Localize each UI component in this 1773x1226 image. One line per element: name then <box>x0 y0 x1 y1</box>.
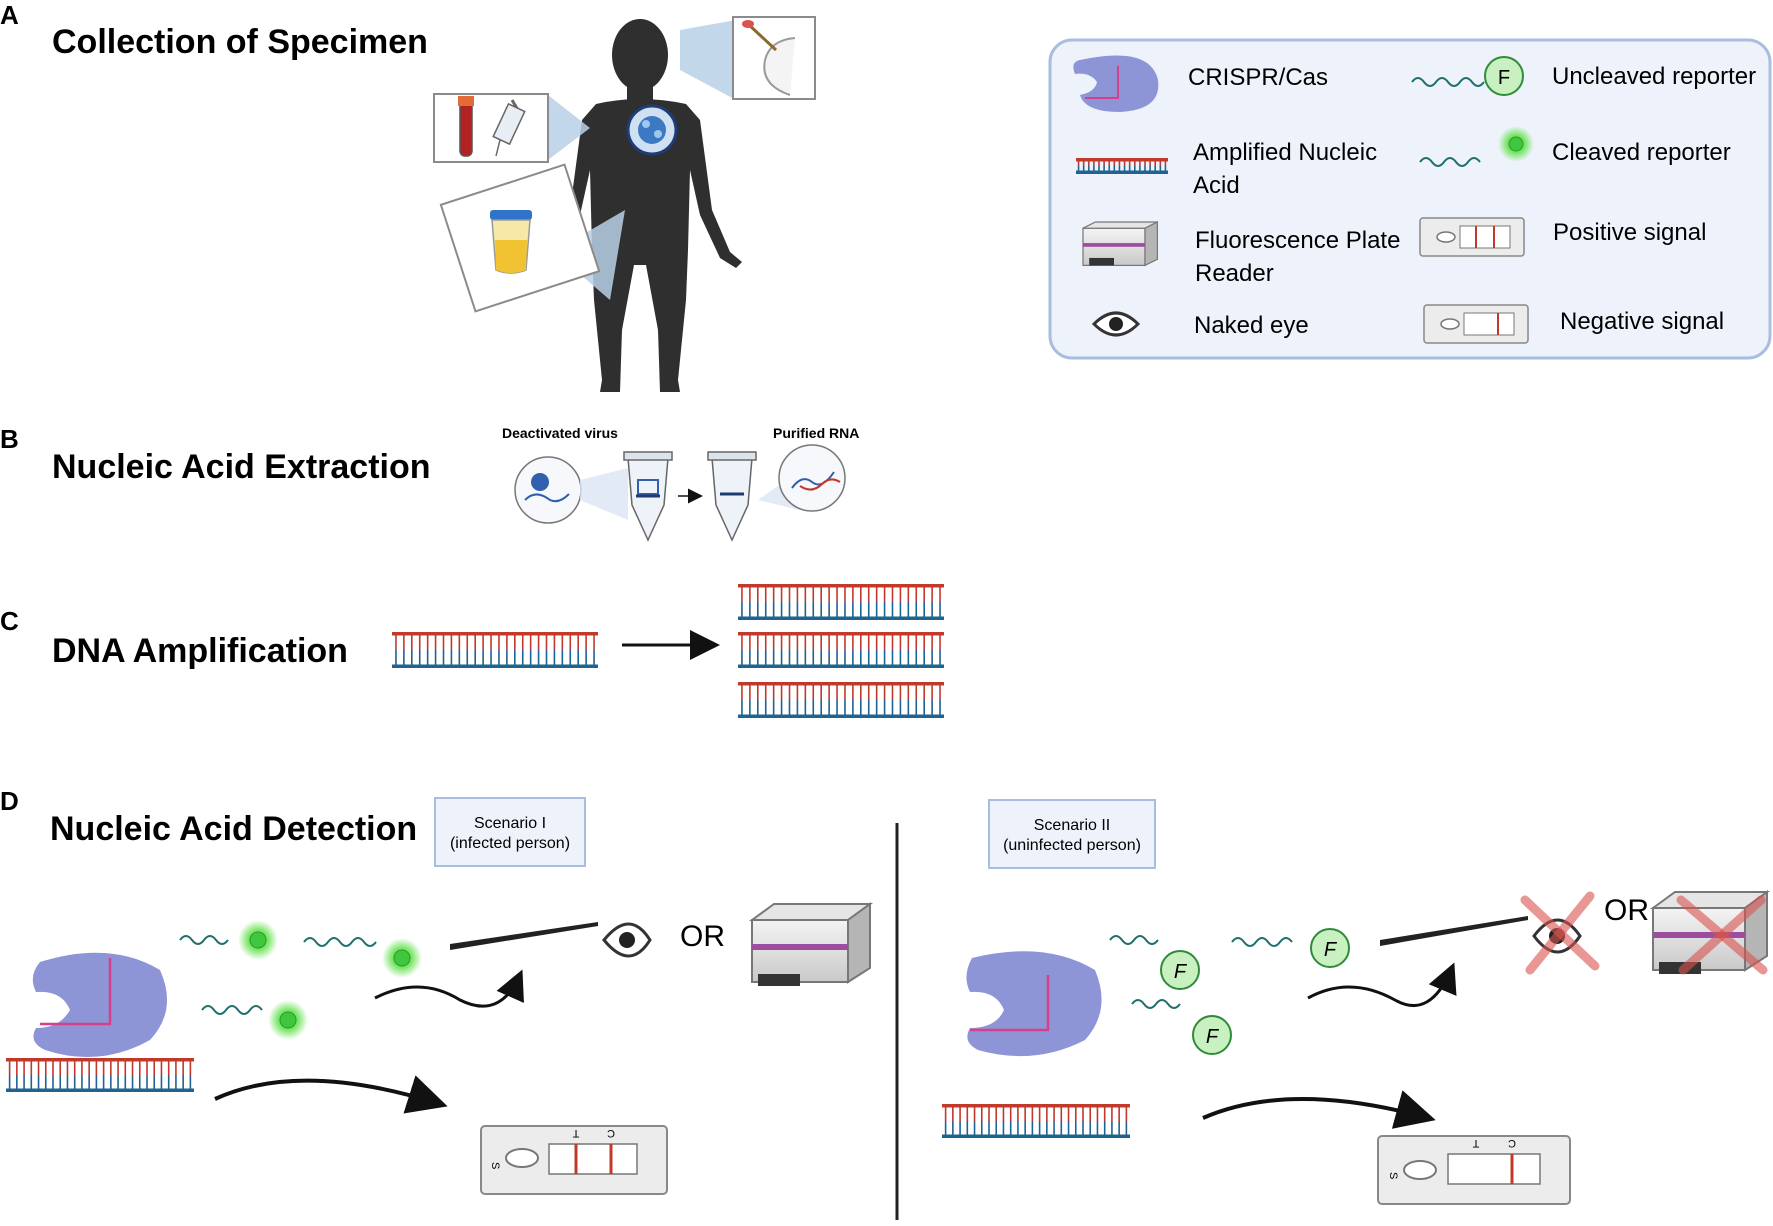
dna-strand-bottom <box>738 714 944 718</box>
legend-eye-icon <box>1091 311 1141 337</box>
legend-crispr-label: CRISPR/Cas <box>1188 64 1328 91</box>
scenario-1-line2: (infected person) <box>450 835 570 852</box>
legend-negative-strip-icon <box>1423 304 1529 344</box>
scenario-2-eye-crossed-icon <box>1520 891 1600 975</box>
scenario-2-line1: Scenario II <box>1034 817 1110 834</box>
panel-d-title: Nucleic Acid Detection <box>50 810 417 848</box>
scenario-2-uncleaved-reporters: F F F <box>1109 928 1350 1055</box>
legend-reader-line1: Fluorescence Plate <box>1195 227 1400 254</box>
deactivated-virus-label: Deactivated virus <box>502 425 618 441</box>
scenario-2-strip-t: T <box>1472 1137 1479 1149</box>
scenario-1-curve-arrow-down <box>214 1075 448 1114</box>
panel-c-letter: C <box>0 606 19 636</box>
scenario-2-target-dna <box>942 1104 1130 1138</box>
legend-eye-label: Naked eye <box>1194 312 1309 339</box>
panel-a-title: Collection of Specimen <box>52 23 428 61</box>
scenario-2-reporter-f2: F <box>1324 939 1338 961</box>
scenario-1-cleaved-reporters <box>179 920 422 1040</box>
panel-c-title: DNA Amplification <box>52 632 348 670</box>
nasal-swab-icon <box>680 16 816 100</box>
virus-icon <box>626 104 678 156</box>
scenario-1-curve-arrow-up <box>374 969 524 1008</box>
legend-cleaved-reporter-icon <box>1419 126 1534 167</box>
legend-positive-label: Positive signal <box>1553 219 1706 246</box>
urine-sample-icon <box>439 163 625 313</box>
scenario-1-sight-line <box>450 922 598 950</box>
legend-cleaved-label: Cleaved reporter <box>1552 139 1731 166</box>
scenario-1-strip-s: S <box>489 1162 501 1169</box>
dna-strand-bottom <box>738 616 944 620</box>
scenario-2-or-text: OR <box>1604 894 1649 927</box>
dna-strand-top <box>942 1104 1130 1108</box>
dna-strand-bottom <box>738 664 944 668</box>
scenario-1-plate-reader-icon <box>748 902 874 986</box>
dna-strand-bottom <box>1076 170 1168 174</box>
legend-positive-strip-icon <box>1419 217 1525 257</box>
scenario-2-curve-arrow-up <box>1307 962 1457 1008</box>
human-body-figure <box>540 19 742 392</box>
scenario-2-plate-reader-crossed-icon <box>1649 890 1771 975</box>
legend-box: CRISPR/Cas Amplified Nucleic Acid Fluore… <box>1048 38 1772 360</box>
dna-strand-top <box>392 632 598 636</box>
dna-strand-top <box>738 584 944 588</box>
scenario-1-line1: Scenario I <box>474 815 546 832</box>
legend-dna-icon <box>1076 158 1168 174</box>
blood-sample-icon <box>433 93 590 163</box>
dna-amplified-2 <box>738 632 944 668</box>
legend-uncleaved-reporter-icon: F <box>1411 56 1524 96</box>
dna-strand-top <box>738 682 944 686</box>
scenario-1-target-dna <box>6 1058 194 1092</box>
dna-strand-bottom <box>942 1134 1130 1138</box>
legend-negative-label: Negative signal <box>1560 308 1724 335</box>
scenario-1-box: Scenario I (infected person) <box>434 797 586 867</box>
scenario-2-reporter-f3: F <box>1206 1026 1220 1048</box>
scenario-2-strip-c: C <box>1508 1137 1516 1149</box>
dna-strand-top <box>738 632 944 636</box>
scenario-2-curve-arrow-down <box>1202 1090 1436 1129</box>
scenario-1-positive-strip: S T C <box>480 1125 668 1195</box>
scenario-1-strip-t: T <box>572 1127 579 1139</box>
scenario-2-sight-line <box>1380 916 1528 946</box>
legend-amplified-line2: Acid <box>1193 172 1240 199</box>
dna-amplified-1 <box>738 584 944 620</box>
dna-strand-bottom <box>6 1088 194 1092</box>
legend-reader-line2: Reader <box>1195 260 1274 287</box>
legend-crispr-icon <box>1073 55 1159 112</box>
dna-strand-top <box>1076 158 1168 162</box>
dna-template <box>392 632 598 668</box>
legend-amplified-line1: Amplified Nucleic <box>1193 139 1377 166</box>
dna-strand-top <box>6 1058 194 1062</box>
purified-rna-label: Purified RNA <box>773 425 859 441</box>
scenario-2-box: Scenario II (uninfected person) <box>988 799 1156 869</box>
dna-amplified-3 <box>738 682 944 718</box>
extraction-illustration <box>514 444 846 542</box>
legend-plate-reader-icon <box>1082 220 1159 267</box>
scenario-2-cas <box>966 951 1102 1057</box>
scenario-2-strip-s: S <box>1387 1172 1399 1179</box>
scenario-2-negative-strip: S T C <box>1377 1135 1571 1205</box>
scenario-1-cas-complex <box>32 952 168 1058</box>
legend-uncleaved-label: Uncleaved reporter <box>1552 63 1756 90</box>
panel-d-letter: D <box>0 786 19 816</box>
panel-b-title: Nucleic Acid Extraction <box>52 448 431 486</box>
scenario-2-reporter-f1: F <box>1174 961 1188 983</box>
panel-a-letter: A <box>0 0 19 30</box>
scenario-1-eye-icon <box>602 922 652 958</box>
scenario-1-strip-c: C <box>607 1127 615 1139</box>
panel-b-letter: B <box>0 424 19 454</box>
legend-uncleaved-f: F <box>1498 67 1510 89</box>
scenario-2-line2: (uninfected person) <box>1003 837 1141 854</box>
dna-strand-bottom <box>392 664 598 668</box>
scenario-1-or-text: OR <box>680 920 725 953</box>
